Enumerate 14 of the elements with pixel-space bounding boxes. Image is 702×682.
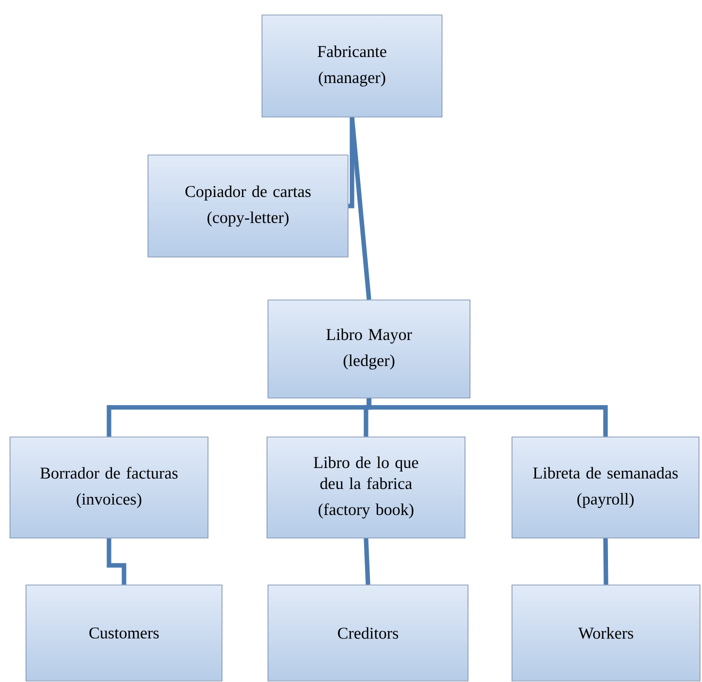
- process-box: Libreta de semanadas (payroll): [512, 436, 700, 538]
- process-box: Copiador de cartas (copy-letter): [148, 154, 348, 258]
- process-box: Borrador de facturas (invoices): [10, 436, 208, 538]
- connector-line: [106, 538, 126, 585]
- process-box: Libro Mayor (ledger): [268, 300, 470, 398]
- connector-line: [364, 538, 370, 585]
- process-box: Fabricante (manager): [262, 14, 442, 118]
- connector-line: [350, 117, 372, 300]
- process-box: Libro de lo que deu la fabrica (factory book): [266, 436, 466, 538]
- process-box: Creditors: [268, 584, 468, 682]
- connector-line: [603, 538, 608, 585]
- connector-line: [366, 398, 608, 437]
- process-box: Workers: [512, 584, 700, 682]
- process-box: Customers: [26, 584, 222, 682]
